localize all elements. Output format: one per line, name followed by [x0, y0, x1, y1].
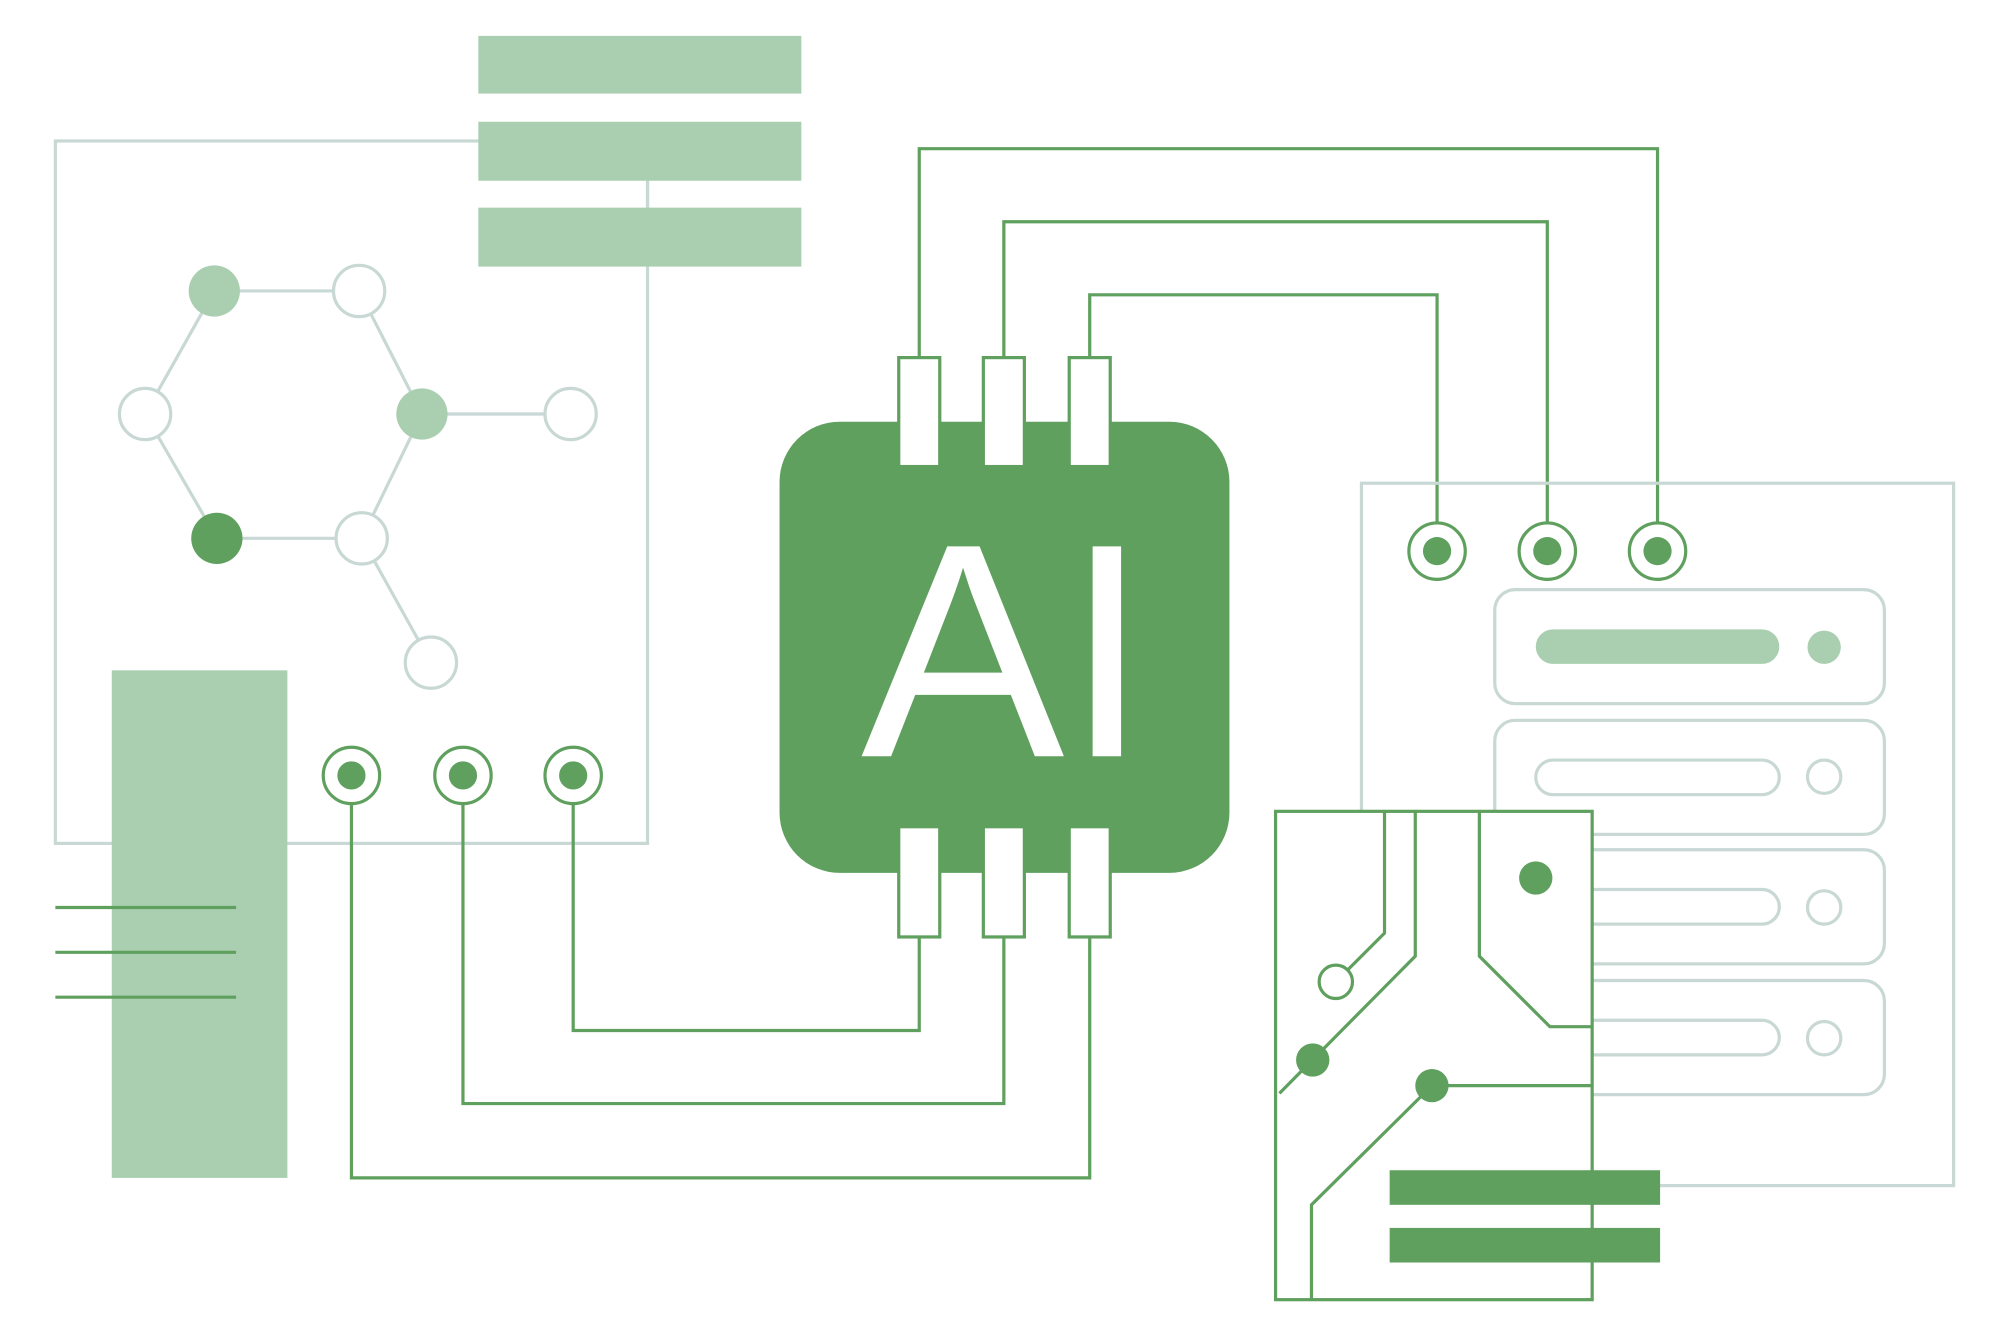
bottom-traces: [349, 803, 1092, 1180]
text-lines: [55, 905, 237, 999]
circuit-board-icon: [1273, 809, 1661, 1302]
graph-node: [188, 265, 240, 317]
server-row: [1493, 587, 1886, 706]
chip-pin: [897, 825, 942, 939]
top-traces: [917, 147, 1660, 523]
chip-pin: [897, 356, 942, 469]
network-graph-icon: [117, 263, 598, 690]
right-connector-ports: [1407, 521, 1688, 581]
tall-block: [111, 670, 288, 1178]
left-connector-ports: [321, 745, 603, 806]
chip-pin: [981, 356, 1026, 469]
header-bar-2: [478, 121, 802, 181]
graph-node: [403, 635, 459, 690]
graph-node: [334, 511, 389, 566]
header-bar-1: [478, 35, 802, 94]
chip-pin: [981, 825, 1026, 939]
header-bar-3: [478, 207, 802, 267]
left-panel: [53, 35, 802, 845]
graph-node: [191, 512, 243, 564]
graph-node: [331, 263, 387, 319]
board-bar: [1389, 1170, 1661, 1205]
server-row: [1493, 718, 1886, 837]
board-bar: [1389, 1227, 1661, 1263]
chip-pin: [1067, 825, 1112, 939]
chip-pin: [1067, 356, 1112, 469]
graph-node: [543, 386, 598, 442]
ai-chip-icon: AI: [779, 356, 1230, 939]
chip-label: AI: [861, 480, 1149, 821]
graph-node: [117, 386, 173, 442]
graph-node: [396, 388, 448, 440]
